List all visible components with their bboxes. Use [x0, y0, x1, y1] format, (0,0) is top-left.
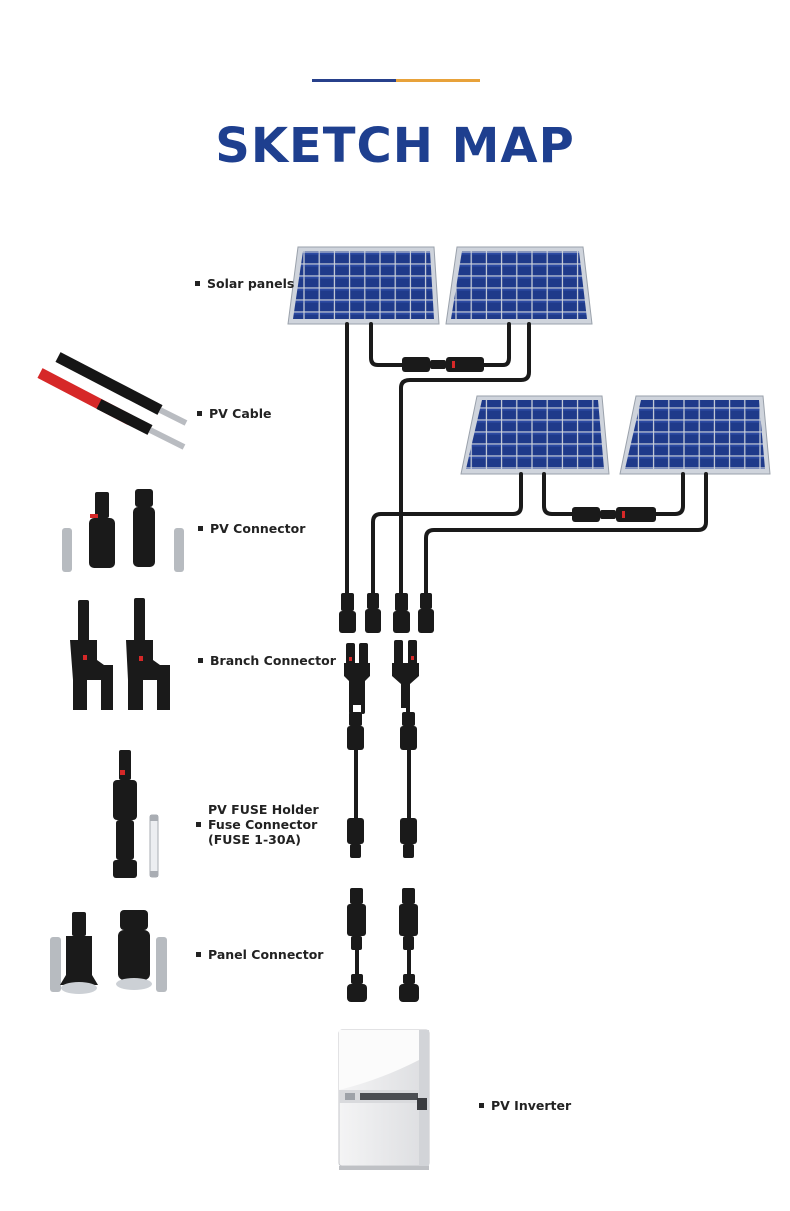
label-pv-connector: PV Connector [198, 521, 306, 536]
label-pv-cable: PV Cable [197, 406, 272, 421]
label-pv-inverter: PV Inverter [479, 1098, 572, 1113]
accent-segment-blue [312, 79, 396, 82]
label-text: Branch Connector [210, 653, 336, 668]
label-panel-connector: Panel Connector [196, 947, 324, 962]
label-text: Solar panels [207, 276, 295, 291]
label-text-line: PV FUSE Holder [208, 802, 319, 817]
label-text: Panel Connector [208, 947, 324, 962]
label-text-line: Fuse Connector [208, 817, 318, 832]
pv-cable-illustration [37, 352, 188, 450]
label-text: PV Inverter [491, 1098, 572, 1113]
bullet-marker [196, 952, 201, 957]
bullet-marker [197, 411, 202, 416]
bullet-marker [195, 281, 200, 286]
branch-connectors-chain [344, 640, 419, 708]
inline-connector-bottom [572, 507, 656, 522]
solar-panel-1 [287, 246, 440, 325]
accent-segment-orange [396, 79, 480, 82]
label-text: PV Cable [209, 406, 272, 421]
panel-connectors-chain [347, 888, 419, 1002]
pv-inverter-illustration [338, 1029, 430, 1170]
solar-panel-2 [445, 246, 593, 325]
branch-connector-illustration [70, 598, 170, 710]
solar-panel-3 [460, 395, 610, 475]
fuse-holder-illustration [113, 750, 159, 878]
label-fuse-holder: PV FUSE Holder Fuse Connector (FUSE 1-30… [196, 802, 319, 847]
bullet-marker [479, 1103, 484, 1108]
header-accent-line [312, 79, 480, 82]
page-title: SKETCH MAP [215, 118, 575, 174]
label-solar-panels: Solar panels [195, 276, 295, 291]
bullet-marker [198, 658, 203, 663]
bullet-marker [196, 822, 201, 827]
fuse-holders-chain [347, 712, 417, 858]
panel-connector-illustration [50, 910, 167, 994]
label-text-line: (FUSE 1-30A) [208, 832, 301, 847]
label-branch-connector: Branch Connector [198, 653, 336, 668]
pv-connector-illustration [62, 489, 184, 572]
label-text: PV Connector [210, 521, 306, 536]
string-end-connectors [339, 593, 434, 633]
solar-panel-4 [619, 395, 771, 475]
bullet-marker [198, 526, 203, 531]
inline-connector-top [402, 357, 484, 372]
